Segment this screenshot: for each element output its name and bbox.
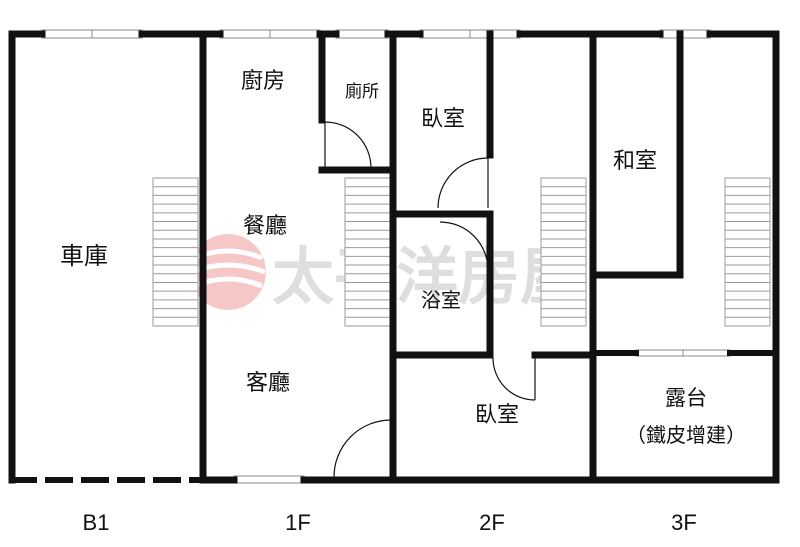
stairs-2f xyxy=(540,177,587,327)
stair-outline xyxy=(540,177,587,327)
room-label-dining: 餐廳 xyxy=(243,214,287,239)
watermark-logo-icon xyxy=(190,234,266,310)
room-label-tatami: 和室 xyxy=(613,149,657,174)
room-label-terrace-note: （鐵皮增建） xyxy=(626,423,746,447)
floor-labels: B1 1F 2F 3F xyxy=(83,510,697,535)
door-bedroom-upper-icon xyxy=(437,157,489,209)
floor-label-2f: 2F xyxy=(479,510,505,535)
room-label-bedroom-upper: 臥室 xyxy=(421,107,465,132)
stairs xyxy=(152,177,771,327)
room-labels: 車庫 廚房 廁所 餐廳 客廳 臥室 浴室 臥室 和室 露台 （鐵皮增建） xyxy=(60,69,746,447)
room-label-bathroom: 浴室 xyxy=(421,288,461,312)
room-label-bedroom-lower: 臥室 xyxy=(475,403,519,428)
door-entrance-icon xyxy=(333,419,392,478)
room-label-kitchen: 廚房 xyxy=(241,69,285,94)
walls xyxy=(8,30,780,484)
watermark: 太平洋房屋 xyxy=(190,234,582,313)
room-label-toilet: 廁所 xyxy=(345,81,379,102)
room-label-living: 客廳 xyxy=(246,371,290,396)
floor-label-3f: 3F xyxy=(671,510,697,535)
room-label-garage: 車庫 xyxy=(60,242,108,270)
stair-outline xyxy=(344,177,391,327)
stair-outline xyxy=(152,177,199,327)
doors xyxy=(324,121,536,478)
stairs-b1 xyxy=(152,177,199,327)
door-bedroom-lower-icon xyxy=(492,357,536,401)
stairs-1f xyxy=(344,177,391,327)
stair-outline xyxy=(724,177,771,327)
floor-label-1f: 1F xyxy=(285,510,311,535)
door-bathroom-icon xyxy=(439,221,489,271)
door-toilet-icon xyxy=(324,121,372,169)
stairs-3f xyxy=(724,177,771,327)
floor-label-b1: B1 xyxy=(83,510,110,535)
watermark-text: 太平洋房屋 xyxy=(272,240,582,313)
room-label-terrace: 露台 xyxy=(665,386,707,410)
